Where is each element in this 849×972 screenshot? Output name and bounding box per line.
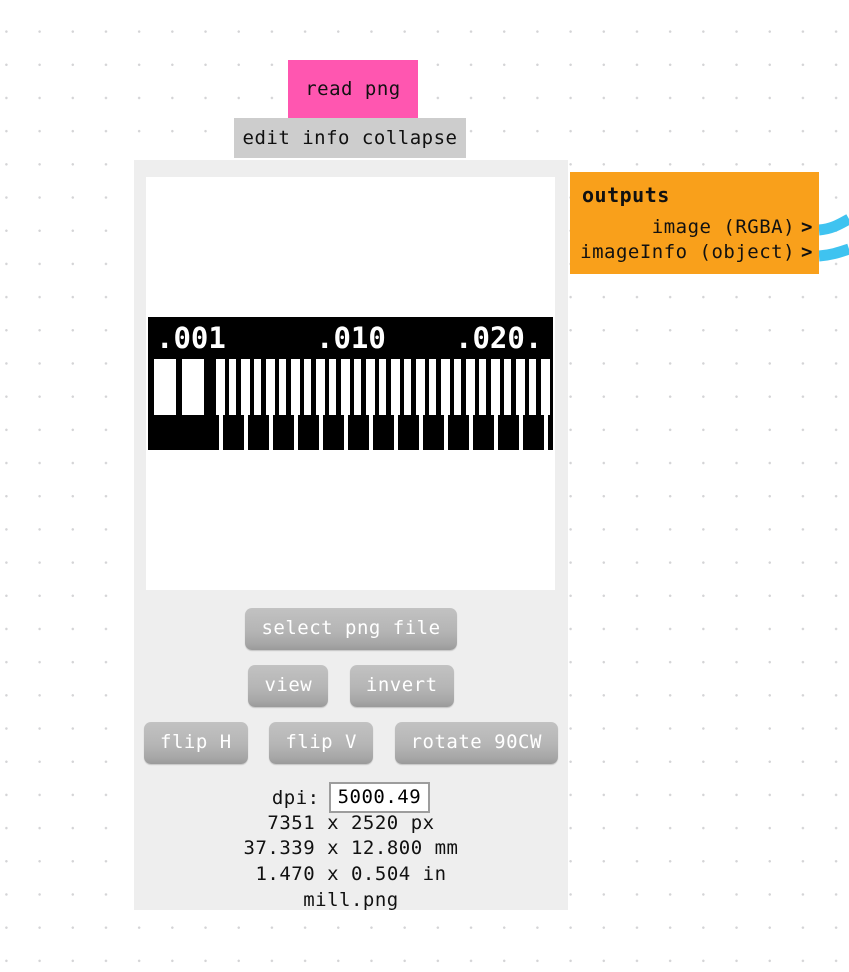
ruler-extended-tick — [269, 415, 273, 450]
node-title[interactable]: read png — [288, 60, 418, 118]
ruler-minor-tick — [429, 359, 436, 415]
info-inch-dimensions: 1.470 x 0.504 in — [255, 863, 447, 885]
flip-v-button[interactable]: flip V — [269, 722, 373, 764]
output-port-imageinfo-label: imageInfo (object) — [580, 241, 796, 263]
dpi-row: dpi: 5000.49 — [134, 782, 568, 813]
ruler-extended-tick — [494, 415, 498, 450]
ruler-extended-tick — [419, 415, 423, 450]
ruler-minor-tick — [454, 359, 461, 415]
button-row-select: select png file — [134, 608, 568, 650]
ruler-extended-tick — [519, 415, 523, 450]
wire-imageinfo-output — [818, 243, 849, 262]
image-preview[interactable]: .001 .010 .020. — [146, 177, 555, 590]
ruler-major-tick — [291, 359, 300, 415]
ruler-major-tick — [366, 359, 375, 415]
ruler-major-tick — [216, 359, 225, 415]
outputs-title: outputs — [582, 183, 670, 207]
ruler-label-010: .010 — [316, 321, 386, 355]
ruler-extended-tick — [294, 415, 298, 450]
ruler-major-tick — [182, 359, 204, 415]
wire-image-output — [818, 214, 849, 236]
flip-h-button[interactable]: flip H — [144, 722, 248, 764]
chevron-right-icon: > — [801, 216, 813, 238]
ruler-extended-tick — [219, 415, 223, 450]
button-row-transforms: flip H flip V rotate 90CW — [134, 722, 568, 764]
ruler-label-001: .001 — [156, 321, 226, 355]
ruler-extended-tick — [544, 415, 548, 450]
ruler-tick-marks — [148, 359, 553, 450]
ruler-extended-tick — [394, 415, 398, 450]
ruler-extended-tick — [319, 415, 323, 450]
ruler-major-tick — [416, 359, 425, 415]
dpi-input[interactable]: 5000.49 — [328, 782, 431, 813]
ruler-major-tick — [316, 359, 325, 415]
output-port-image-label: image (RGBA) — [651, 216, 796, 238]
ruler-major-tick — [491, 359, 500, 415]
info-millimeter-dimensions: 37.339 x 12.800 mm — [243, 837, 459, 859]
ruler-minor-tick — [479, 359, 486, 415]
ruler-major-tick — [266, 359, 275, 415]
ruler-major-tick — [154, 359, 176, 415]
node-outputs[interactable]: outputs image (RGBA)> imageInfo (object)… — [570, 172, 819, 274]
ruler-major-tick — [391, 359, 400, 415]
view-button[interactable]: view — [248, 665, 329, 707]
ruler-extended-tick — [344, 415, 348, 450]
node-body: .001 .010 .020. select png file view inv… — [134, 160, 568, 911]
ruler-major-tick — [466, 359, 475, 415]
ruler-extended-tick — [469, 415, 473, 450]
ruler-image: .001 .010 .020. — [148, 317, 553, 450]
output-port-image[interactable]: image (RGBA)> — [570, 213, 819, 240]
ruler-extended-tick — [369, 415, 373, 450]
ruler-minor-tick — [379, 359, 386, 415]
dpi-label: dpi: — [271, 786, 320, 809]
rotate-90cw-button[interactable]: rotate 90CW — [394, 722, 558, 764]
ruler-label-group: .001 .010 .020. — [148, 321, 553, 355]
toolbar-actions[interactable]: edit info collapse — [242, 127, 458, 149]
ruler-minor-tick — [329, 359, 336, 415]
ruler-label-020: .020. — [455, 321, 543, 355]
output-port-imageinfo[interactable]: imageInfo (object)> — [570, 240, 819, 274]
node-toolbar[interactable]: edit info collapse — [234, 118, 466, 158]
ruler-minor-tick — [404, 359, 411, 415]
ruler-minor-tick — [254, 359, 261, 415]
invert-button[interactable]: invert — [349, 665, 454, 707]
ruler-extended-tick — [444, 415, 448, 450]
select-png-file-button[interactable]: select png file — [245, 608, 457, 650]
ruler-minor-tick — [304, 359, 311, 415]
info-filename: mill.png — [303, 889, 399, 911]
ruler-extended-tick — [244, 415, 248, 450]
chevron-right-icon: > — [801, 241, 813, 263]
ruler-minor-tick — [279, 359, 286, 415]
ruler-major-tick — [241, 359, 250, 415]
ruler-major-tick — [541, 359, 550, 415]
ruler-major-tick — [441, 359, 450, 415]
ruler-major-tick — [516, 359, 525, 415]
ruler-major-tick — [341, 359, 350, 415]
button-row-view-invert: view invert — [134, 665, 568, 707]
ruler-minor-tick — [229, 359, 236, 415]
ruler-minor-tick — [529, 359, 536, 415]
ruler-minor-tick — [354, 359, 361, 415]
ruler-minor-tick — [504, 359, 511, 415]
info-pixel-dimensions: 7351 x 2520 px — [267, 812, 435, 834]
